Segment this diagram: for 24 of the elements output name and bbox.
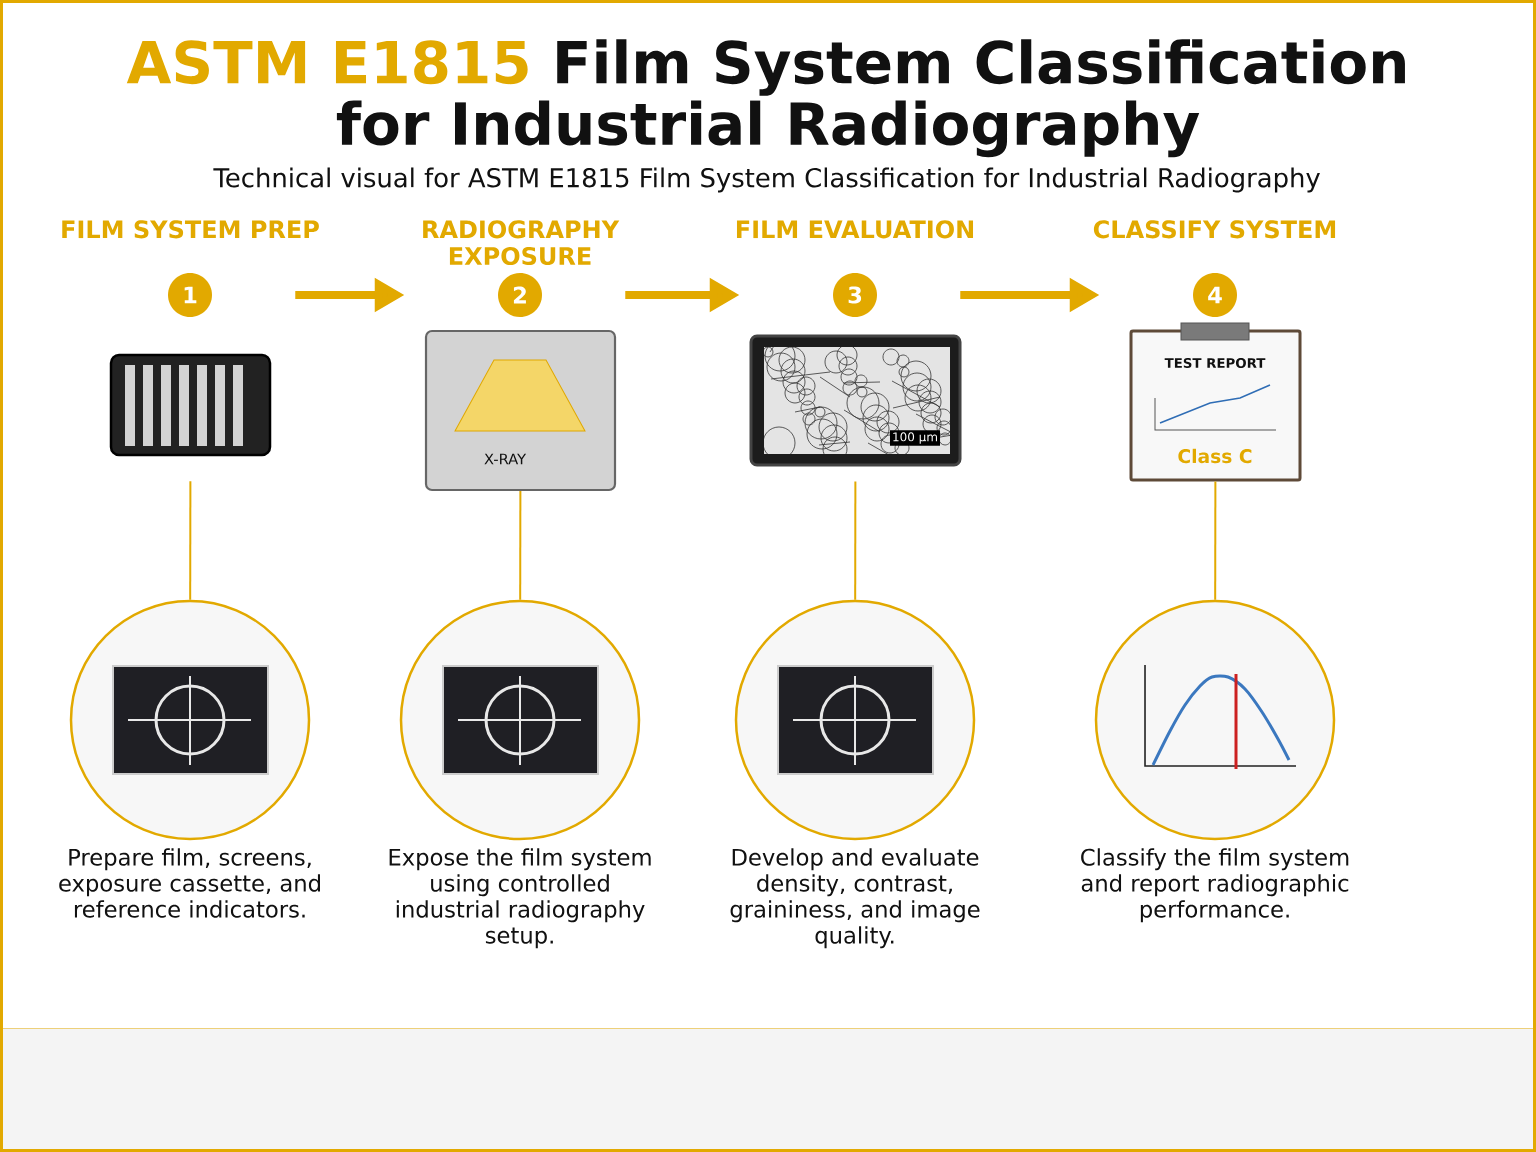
micrograph [749,334,962,467]
step-description: Prepare film, screens, exposure cassette, and reference indicators. [59,848,320,918]
clipboard [1129,322,1302,482]
connector-line [854,480,857,601]
step-heading: CLASSIFY SYSTEM [1093,220,1336,239]
number-badge: 4 [1193,273,1237,317]
step-description: Classify the film system and report radiographic performance. [1081,848,1349,923]
scale-bar: 100 µm [890,430,941,446]
number-badge: 2 [498,273,542,317]
report-heading: TEST REPORT [1164,357,1266,369]
number-badge: 1 [168,273,212,317]
xray-panel: X-RAY [424,329,617,492]
step-heading: FILM EVALUATION [736,220,973,239]
step-heading: RADIOGRAPHY EXPOSURE [423,220,620,266]
connector-line [1214,480,1217,601]
subtitle: Technical visual for ASTM E1815 Film System Classification for Industrial Radiography [213,167,1320,193]
step-description: Develop and evaluate density, contrast, graininess, and image quality. [730,848,980,949]
number-badge: 3 [833,273,877,317]
class-label: Class C [1178,448,1252,464]
connector-line [189,480,192,601]
step-description: Expose the film system using controlled industrial radiography setup. [389,848,651,949]
step-heading: FILM SYSTEM PREP [62,220,319,239]
title: ASTM E1815 Film System Classification for Industrial Radiography [126,39,1405,158]
connector-line [519,490,522,601]
